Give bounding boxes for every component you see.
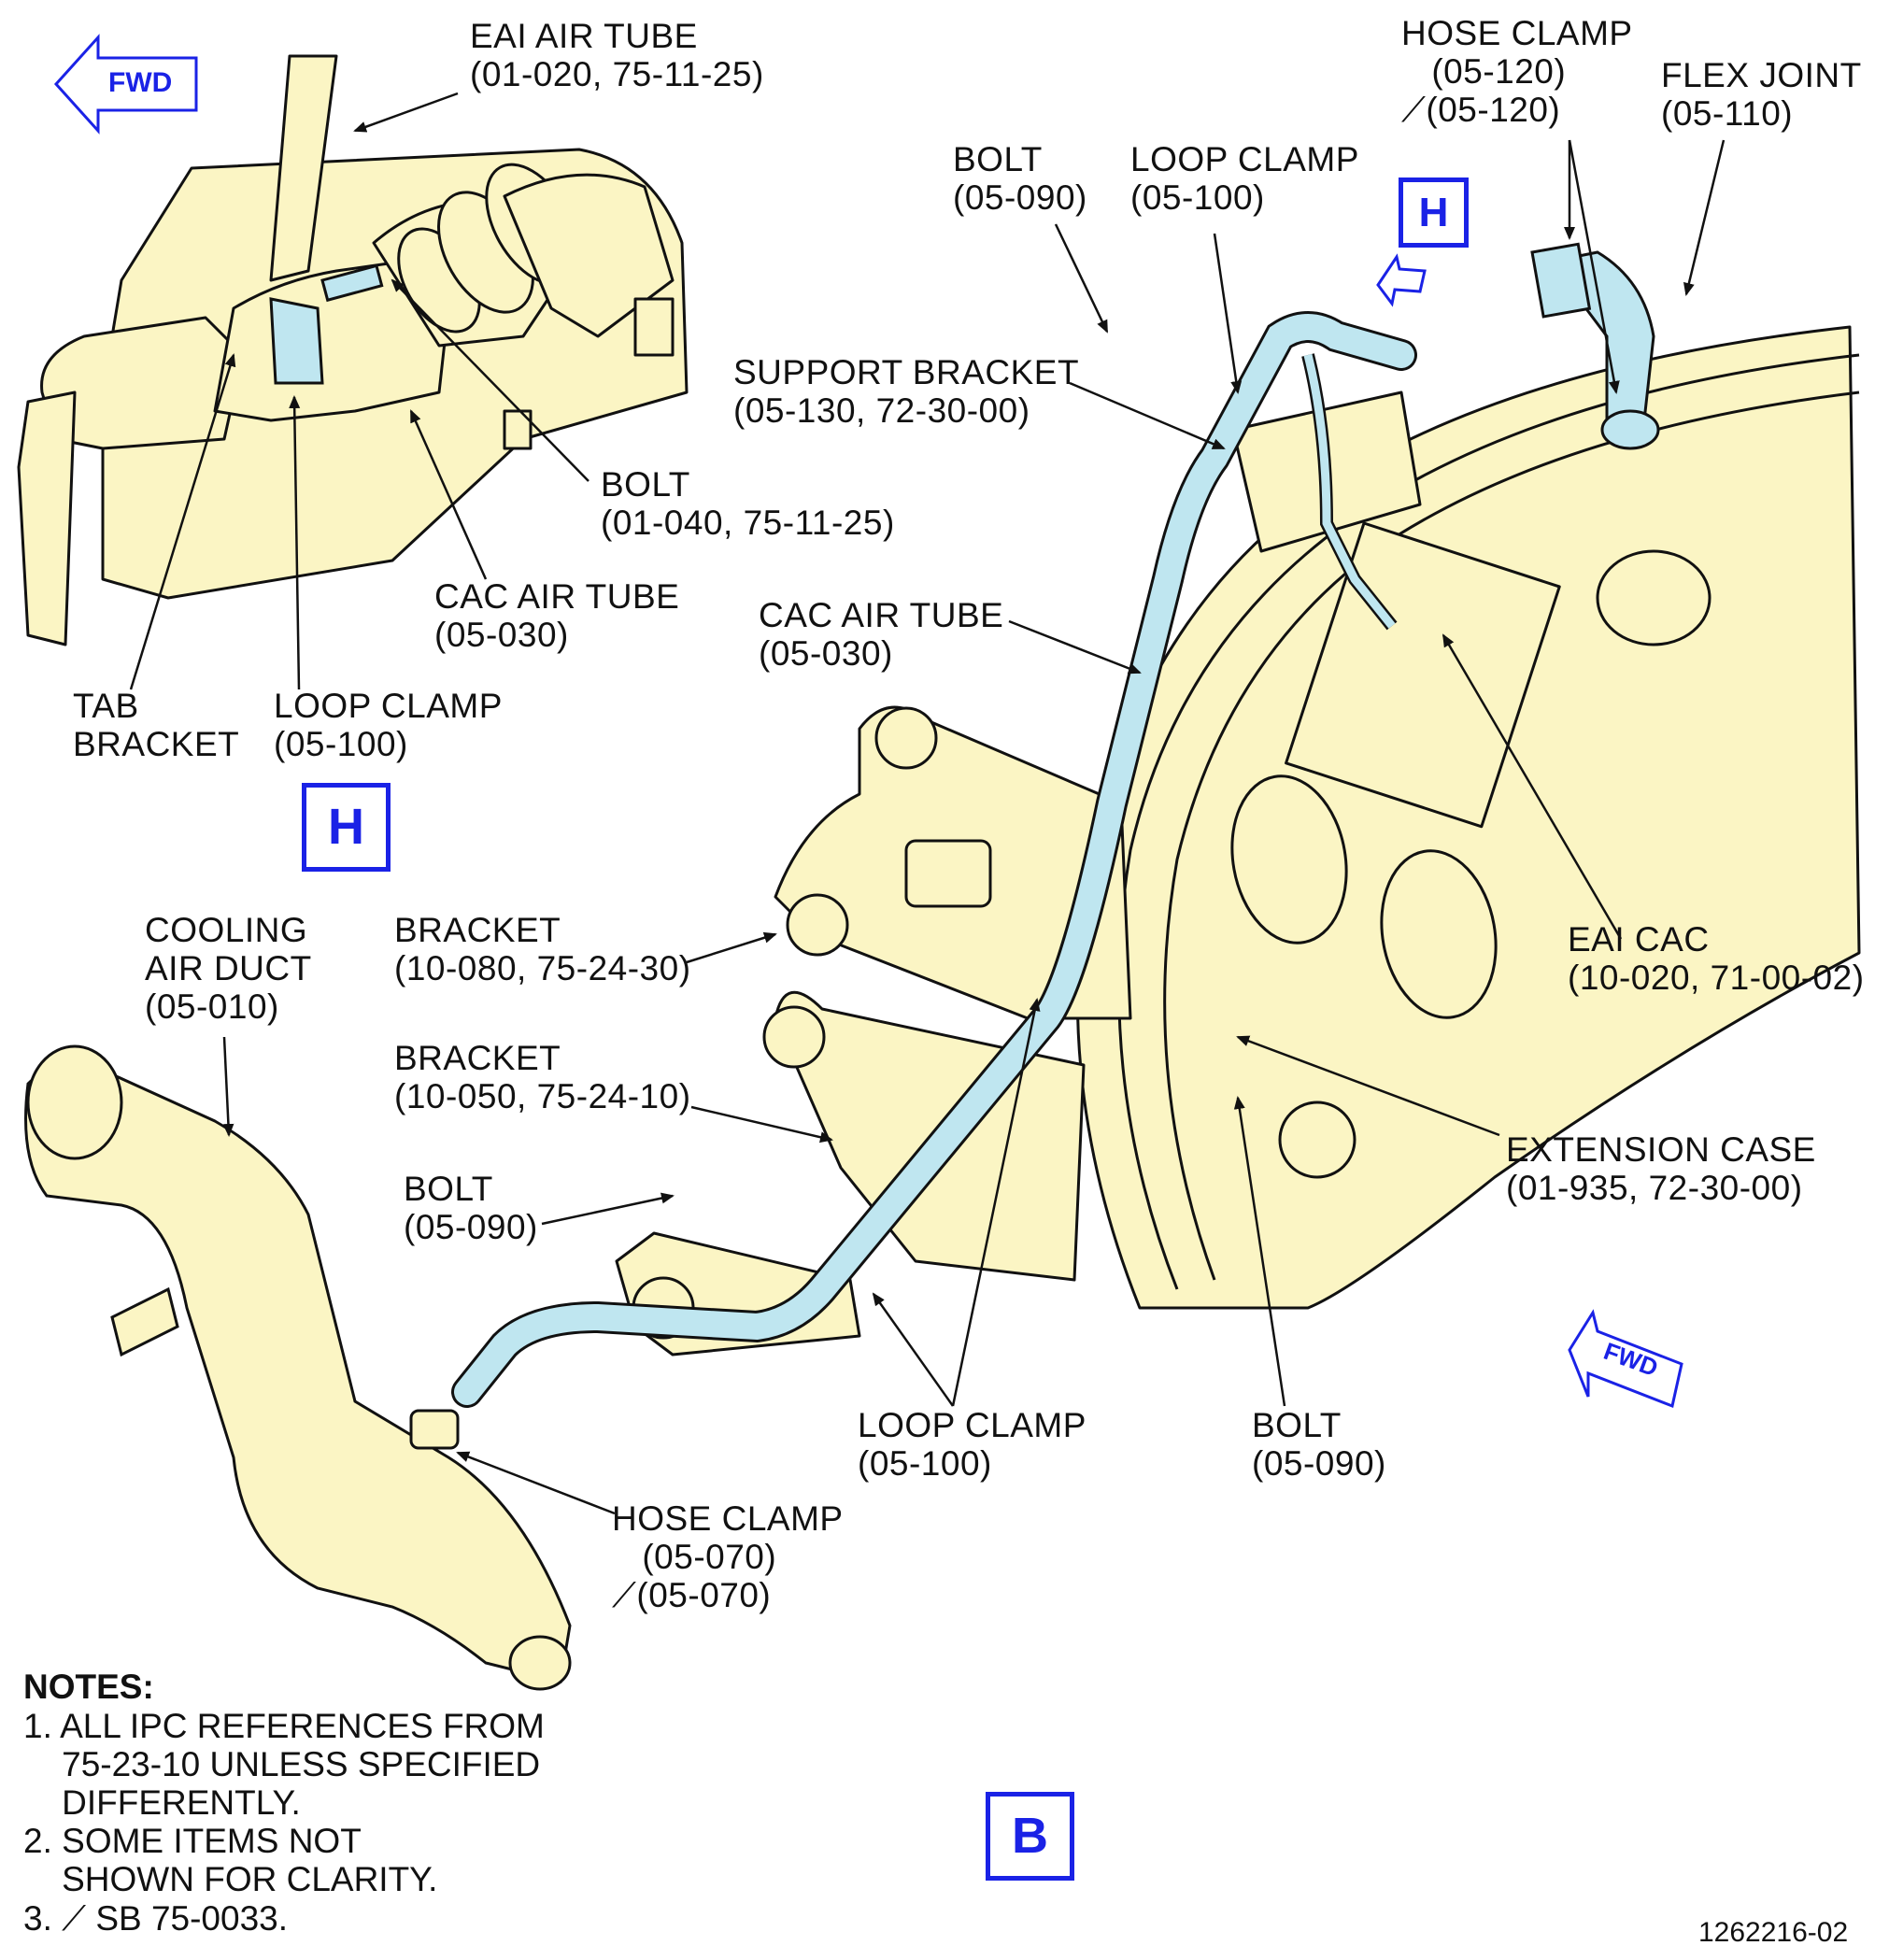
label-cac-air-tube-main: CAC AIR TUBE (05-030)	[759, 596, 1004, 673]
label-cac-air-tube-detail: CAC AIR TUBE (05-030)	[434, 577, 680, 654]
label-extension-case: EXTENSION CASE (01-935, 72-30-00)	[1506, 1130, 1816, 1207]
note-2: 2. SOME ITEMS NOT SHOWN FOR CLARITY.	[23, 1822, 438, 1898]
label-eai-air-tube: EAI AIR TUBE (01-020, 75-11-25)	[470, 17, 764, 93]
flex-joint-drawing	[1530, 242, 1660, 450]
detail-h-title: H	[302, 783, 391, 872]
label-eai-cac: EAI CAC (10-020, 71-00-02)	[1568, 920, 1865, 997]
label-tab-bracket: TAB BRACKET	[73, 687, 240, 763]
label-loop-clamp-detail: LOOP CLAMP (05-100)	[274, 687, 503, 763]
cooling-air-duct	[24, 1065, 572, 1683]
label-hose-clamp-top: HOSE CLAMP (05-120) ⟋(05-120)	[1401, 14, 1633, 129]
label-loop-clamp-bottom: LOOP CLAMP (05-100)	[858, 1406, 1087, 1483]
label-cooling-air-duct: COOLING AIR DUCT (05-010)	[145, 911, 312, 1026]
fwd-arrow-bottom	[1568, 1309, 1683, 1409]
label-bolt-left: BOLT (05-090)	[404, 1170, 538, 1246]
label-bolt-top: BOLT (05-090)	[953, 140, 1087, 217]
hose-clamp-bottom-drawing	[409, 1409, 460, 1450]
detail-h-clamp	[269, 263, 384, 385]
detail-h-drawing	[17, 54, 689, 646]
notes-heading: NOTES:	[23, 1668, 154, 1706]
label-loop-clamp-top: LOOP CLAMP (05-100)	[1130, 140, 1359, 217]
brackets-drawing	[615, 705, 1132, 1356]
label-flex-joint: FLEX JOINT (05-110)	[1661, 56, 1862, 133]
note-1: 1. ALL IPC REFERENCES FROM 75-23-10 UNLE…	[23, 1707, 545, 1822]
label-bolt-bottom: BOLT (05-090)	[1252, 1406, 1386, 1483]
figure-id: 1262216-02	[1698, 1917, 1849, 1948]
view-b-title: B	[986, 1792, 1074, 1881]
label-bolt-01040: BOLT (01-040, 75-11-25)	[601, 465, 895, 542]
note-3: 3. ⟋ SB 75-0033.	[23, 1899, 289, 1938]
detail-h-marker: H	[1399, 178, 1469, 248]
view-direction-arrow	[1376, 253, 1427, 307]
label-hose-clamp-bottom: HOSE CLAMP (05-070) ⟋(05-070)	[612, 1499, 844, 1614]
label-support-bracket: SUPPORT BRACKET (05-130, 72-30-00)	[733, 353, 1080, 430]
fwd-label-top: FWD	[108, 67, 173, 98]
fwd-arrow-top	[53, 34, 198, 135]
label-bracket-10080: BRACKET (10-080, 75-24-30)	[394, 911, 691, 987]
label-bracket-10050: BRACKET (10-050, 75-24-10)	[394, 1039, 691, 1115]
extension-case-drawing	[1075, 325, 1861, 1310]
